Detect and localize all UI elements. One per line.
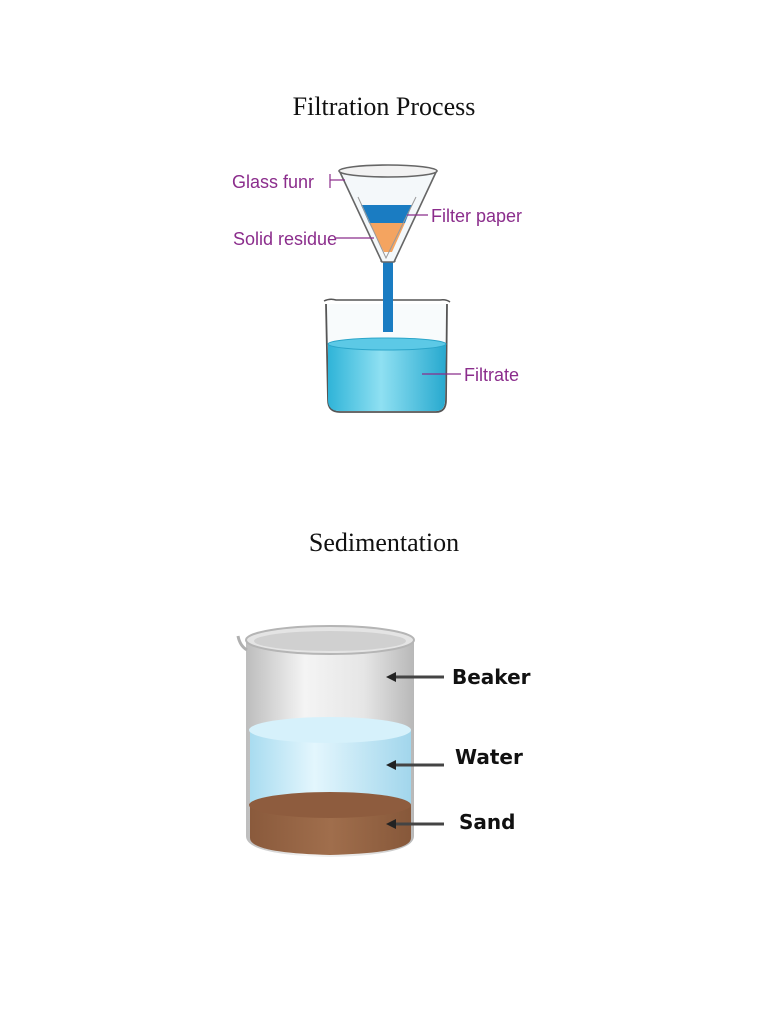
filtrate-beaker xyxy=(323,298,451,413)
glass-funnel xyxy=(338,164,438,263)
solid-residue-layer xyxy=(369,223,405,252)
filter-paper-label: Filter paper xyxy=(431,206,522,226)
sedimentation-beaker xyxy=(236,625,415,857)
filter-paper-layer xyxy=(361,205,412,223)
sedimentation-title: Sedimentation xyxy=(308,528,460,557)
water-layer xyxy=(250,730,411,805)
filtrate-label: Filtrate xyxy=(464,365,519,385)
sedimentation-arrows xyxy=(386,672,444,829)
sand-layer xyxy=(250,805,411,855)
filtration-leader-lines xyxy=(329,174,461,375)
sedimentation-diagram: Beaker Water Sand xyxy=(236,625,531,857)
solid-residue-label: Solid residue xyxy=(233,229,337,249)
beaker-label: Beaker xyxy=(452,665,531,689)
sand-label: Sand xyxy=(459,810,515,834)
filtration-diagram: Glass funr Filter paper Solid residue Fi… xyxy=(232,164,522,413)
filtration-title: Filtration Process xyxy=(292,92,476,121)
water-label: Water xyxy=(455,745,523,769)
filtrate-liquid xyxy=(328,344,446,411)
glass-funnel-label: Glass funr xyxy=(232,172,314,192)
funnel-stem xyxy=(383,256,393,332)
